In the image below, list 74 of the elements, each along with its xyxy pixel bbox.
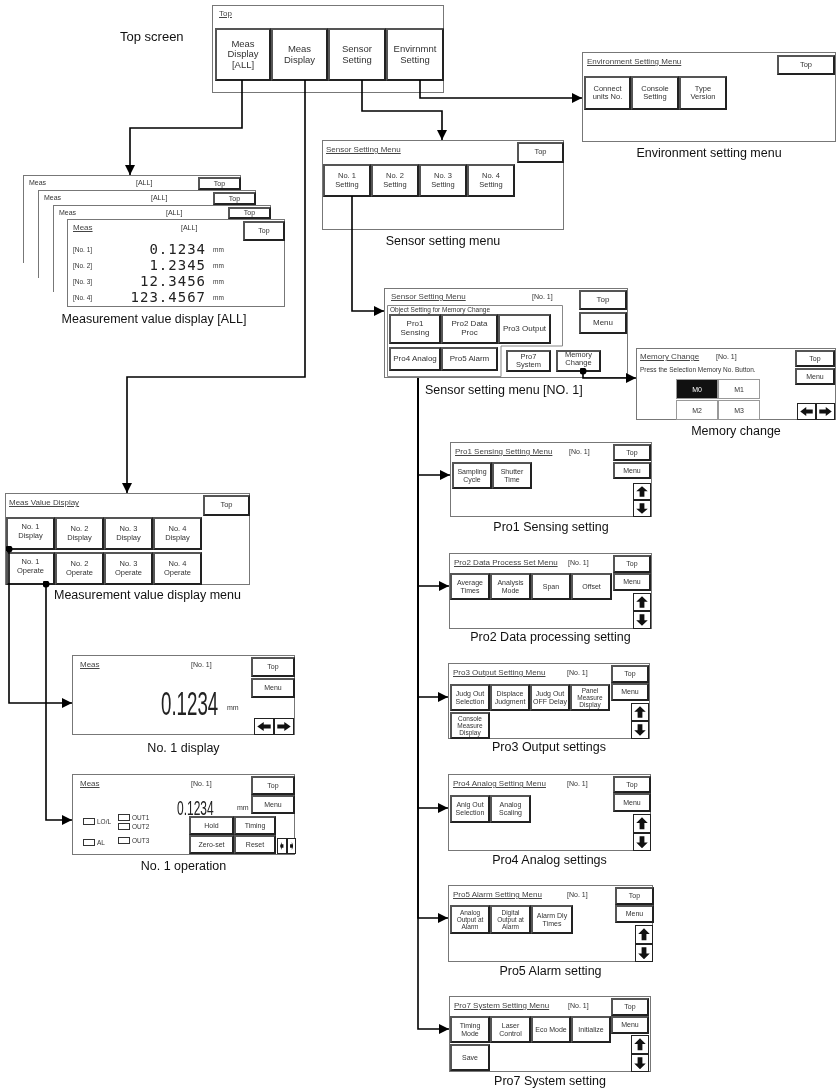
- measurement-value: 1.2345: [148, 258, 206, 274]
- screen-caption: Pro5 Alarm setting: [498, 964, 603, 979]
- arrow: [122, 79, 306, 494]
- arrow: [42, 580, 73, 825]
- screen-caption: Pro4 Analog settings: [491, 853, 608, 868]
- screen-caption: Measurement value display [ALL]: [60, 312, 248, 327]
- screen-panel: [448, 774, 651, 851]
- screen-title: Environment Setting Menu: [587, 58, 682, 67]
- screen-title: Meas Value Display: [9, 499, 80, 508]
- screen-caption: Top screen: [120, 30, 184, 45]
- screen-panel: [72, 774, 295, 855]
- screen-panel: [72, 655, 295, 735]
- screen-panel: [449, 553, 652, 629]
- screen-caption: Pro2 Data processing setting: [469, 630, 632, 645]
- screen-caption: Pro1 Sensing setting: [492, 520, 610, 535]
- screen-panel: [448, 663, 650, 739]
- screen-title: Meas: [80, 661, 100, 670]
- screen-caption: Pro3 Output settings: [491, 740, 607, 755]
- arrow: [579, 367, 637, 383]
- screen-title: Meas: [80, 780, 100, 789]
- screen-panel: [322, 140, 564, 230]
- arrow: [5, 545, 73, 708]
- measurement-value: 0.1234: [148, 242, 206, 258]
- measurement-value: 0.1234: [177, 797, 214, 819]
- menu-button: Menu: [579, 312, 627, 334]
- screen-panel: [53, 205, 271, 219]
- screen-caption: Sensor setting menu: [384, 234, 502, 249]
- menu-button: Pro5 Alarm: [441, 347, 498, 371]
- screen-panel: [67, 219, 285, 307]
- menu-button: Pro3 Output: [498, 314, 551, 344]
- screen-panel: [449, 996, 651, 1072]
- menu-button: Top: [579, 290, 627, 310]
- screen-caption: No. 1 display: [146, 741, 221, 756]
- screen-title: Sensor Setting Menu: [391, 293, 466, 302]
- screen-title: Top: [219, 10, 232, 19]
- screen-panel: [5, 493, 250, 585]
- measurement-value: 123.4567: [129, 290, 206, 306]
- screen-panel: [38, 190, 256, 205]
- menu-button: Sensor Setting: [328, 28, 386, 81]
- screen-panel: [23, 175, 241, 190]
- menu-button: Pro4 Analog: [389, 347, 441, 371]
- screen-caption: No. 1 operation: [139, 859, 228, 874]
- menu-button: Envirnmnt Setting: [386, 28, 444, 81]
- screen-caption: Sensor setting menu [NO. 1]: [425, 383, 583, 398]
- screen-panel: [384, 288, 628, 378]
- screen-title: Pro4 Analog Setting Menu: [453, 780, 546, 789]
- screen-title: Pro3 Output Setting Menu: [453, 669, 546, 678]
- arrow: [351, 195, 385, 316]
- arrow: [125, 79, 243, 176]
- screen-panel: [450, 442, 652, 517]
- screen-title: Pro1 Sensing Setting Menu: [455, 448, 553, 457]
- measurement-value: 12.3456: [139, 274, 206, 290]
- screen-caption: Pro7 System setting: [493, 1074, 607, 1089]
- screen-title: Pro2 Data Process Set Menu: [454, 559, 558, 568]
- screen-panel: [448, 885, 653, 962]
- menu-button: Meas Display [ALL]: [215, 28, 271, 81]
- screen-caption: Measurement value display menu: [54, 588, 241, 603]
- screen-caption: Environment setting menu: [635, 146, 783, 161]
- screen-title: Sensor Setting Menu: [326, 146, 401, 155]
- screen-title: Pro5 Alarm Setting Menu: [453, 891, 542, 900]
- arrow: [361, 79, 447, 141]
- screen-title: Pro7 System Setting Menu: [454, 1002, 550, 1011]
- screen-panel: [212, 5, 444, 93]
- menu-button: Meas Display: [271, 28, 328, 81]
- screen-caption: Memory change: [690, 424, 782, 439]
- screen-panel: [582, 52, 836, 142]
- menu-button: Pro1 Sensing: [389, 314, 441, 344]
- menu-button: Pro2 Data Proc: [441, 314, 498, 344]
- measurement-value: 0.1234: [161, 685, 219, 723]
- screen-panel: [636, 348, 836, 420]
- arrow: [419, 79, 583, 103]
- screen-title: Meas: [73, 224, 93, 233]
- option-group-panel: [387, 305, 563, 377]
- screen-title: Memory Change: [640, 353, 700, 362]
